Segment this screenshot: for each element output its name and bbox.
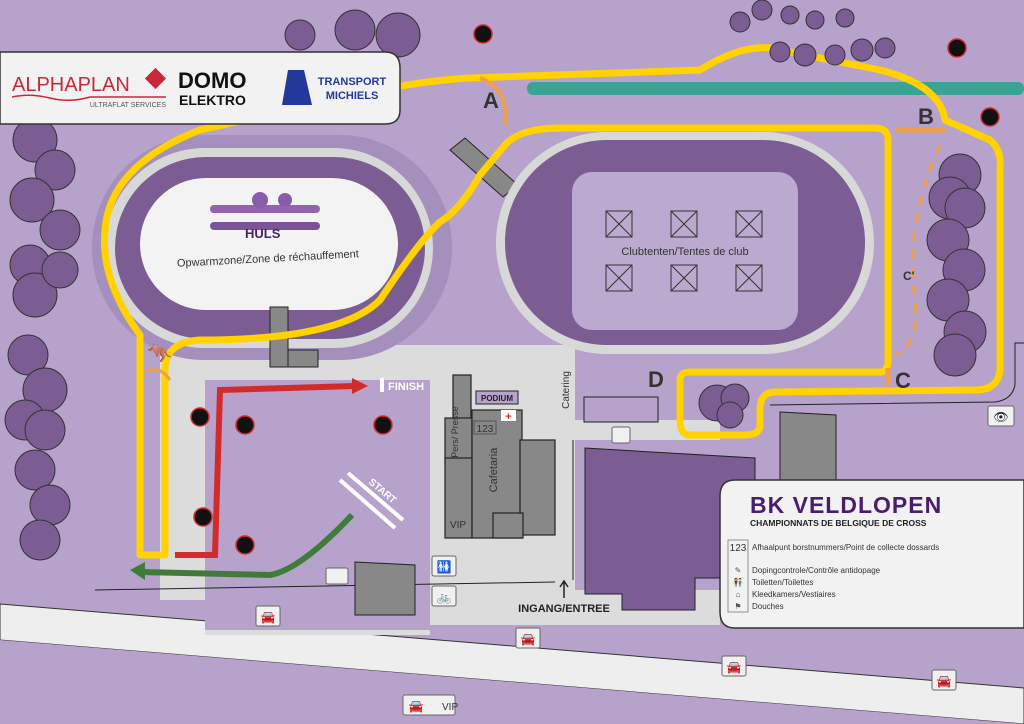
car-icon: 🚘 [937,674,952,688]
detour-start [144,368,172,381]
syringe-icon: ✎ [735,566,742,575]
toilet-icon: 🚻 [437,560,452,574]
detour-c-prime [894,144,942,357]
shower-icon: ⚑ [734,602,741,611]
fence [94,581,556,591]
cafetaria-label: Cafetaria [488,447,500,493]
car-icons: 🚘 🚘 🚘 🚘 🚘 🚻 🚲 👁 [261,410,1009,713]
east-boundary [769,342,1024,406]
press-label: Pers/ Presse [450,406,460,458]
first-aid-icon [501,410,516,421]
alphaplan-diamond-icon [144,67,167,90]
finish-line [380,378,384,392]
legend-item: Douches [752,602,784,611]
start-arrow-icon [130,562,145,580]
marker-b: B [918,104,934,129]
domo-logo-2: ELEKTRO [179,92,246,108]
podium-label: PODIUM [481,394,513,403]
clubtents-label: Clubtenten/Tentes de club [621,246,748,258]
legend-subtitle: CHAMPIONNATS DE BELGIQUE DE CROSS [750,518,927,528]
service-icons [255,405,1015,716]
car-icon: 🚘 [261,610,276,624]
changing-building [354,561,416,616]
bicycle-icon: 🚲 [437,590,452,604]
building-east-2 [779,411,837,489]
catering-label: Catering [561,371,572,409]
first-aid-cross: + [505,411,511,423]
car-icon: 🚘 [727,660,742,674]
legend-item: Afhaalpunt borstnummers/Point de collect… [752,543,939,552]
podium-badge [475,390,519,405]
kangaroo-icon: 🦘 [148,343,173,365]
huls-logo-text: HULS [245,226,281,241]
alphaplan-logo: ALPHAPLAN [12,74,130,96]
marker-c: C [895,368,911,393]
finish-lane [175,383,356,558]
transport-logo-2: MICHIELS [326,90,379,102]
start-lane [139,512,355,579]
club-tents [605,210,763,292]
lower-road [0,640,1024,724]
entrance-label: INGANG/ENTREE [518,603,610,615]
marker-a: A [483,88,499,113]
start-line [338,471,405,530]
race-route [100,44,1004,559]
main-track: Clubtenten/Tentes de club [496,132,874,354]
eye-icon: 👁 [993,410,1008,424]
marker-d: D [648,367,664,392]
legend-bib-icon: 123 [730,543,747,554]
building-d [583,396,659,423]
transport-logo-1: TRANSPORT [318,76,387,88]
main-building [444,374,556,539]
detour-a [479,76,508,126]
car-icon: 🚘 [521,632,536,646]
trees [4,0,987,561]
teal-strip [527,82,1024,95]
finish-label: FINISH [388,381,424,393]
car-icon: 🚘 [409,699,424,713]
legend-item: Toiletten/Toilettes [752,578,813,587]
warmup-track: Opwarmzone/Zone de réchauffement HULS [92,135,452,360]
vip-label: VIP [450,520,466,531]
legend: BK VELDLOPEN CHAMPIONNATS DE BELGIQUE DE… [719,479,1024,629]
vip-parking-label: VIP [442,702,458,713]
bib-pickup-badge [473,420,497,435]
finish-arrow-icon [352,378,368,394]
huls-logo: HULS [210,192,320,241]
sponsor-banner: ALPHAPLAN ULTRAFLAT SERVICES DOMO ELEKTR… [0,51,401,125]
hanger-icon: ⌂ [736,590,741,599]
legend-item: Kleedkamers/Vestiaires [752,590,836,599]
bib-pickup-label: 123 [477,424,494,435]
marker-c-prime: C' [903,269,915,283]
transport-road-icon [282,70,312,105]
legend-title: BK VELDLOPEN [750,492,942,518]
alphaplan-subtitle: ULTRAFLAT SERVICES [90,102,166,109]
no-pedestrian-icons [190,24,1000,555]
entrance-arrow-icon [559,579,569,598]
stairs-warmup-2 [287,349,319,368]
domo-logo-1: DOMO [178,68,246,93]
toilet-icon: 👫 [733,577,743,587]
legend-item: Dopingcontrole/Contrôle antidopage [752,566,881,575]
